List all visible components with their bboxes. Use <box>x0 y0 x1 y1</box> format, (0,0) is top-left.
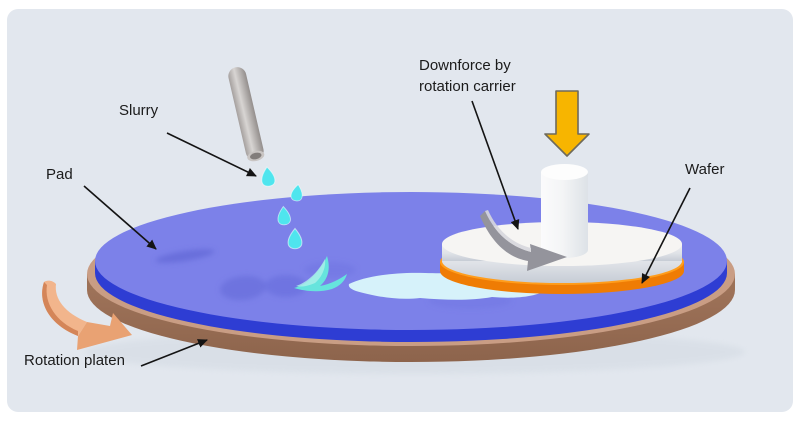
platen-rotation-arrow-icon <box>42 280 87 336</box>
slurry-dispenser-tube <box>228 67 264 161</box>
pad-smudge <box>265 275 307 297</box>
wafer-label: Wafer <box>685 161 725 178</box>
carrier-rotation-arrow-icon <box>480 211 567 271</box>
platen-rotation-arrow-shade <box>42 282 78 336</box>
rotation-platen-label: Rotation platen <box>24 352 125 369</box>
pad-smudge <box>304 262 356 278</box>
slurry-splash-highlight <box>296 259 326 287</box>
shaft-top <box>541 164 588 180</box>
rotation-platen-leader-line <box>140 339 208 367</box>
downforce-leader-line <box>471 100 520 230</box>
slurry-dispenser-opening <box>250 152 262 160</box>
pad-leader-line <box>83 185 157 250</box>
leader-lines <box>83 100 691 367</box>
downforce-label-line1: Downforce by <box>419 57 511 74</box>
pad-smudge <box>155 249 215 263</box>
pad-smudge <box>220 275 266 301</box>
pad-label: Pad <box>46 166 73 183</box>
slurry-dispenser <box>228 67 265 162</box>
downforce-label-line2: rotation carrier <box>419 77 516 95</box>
shaft-side <box>541 172 588 250</box>
wafer-leader-line <box>641 187 691 284</box>
slurry-leader-line <box>166 132 257 177</box>
slurry-label: Slurry <box>119 102 159 119</box>
carrier-rotation-arrow-highlight <box>485 210 531 252</box>
downforce-label: Downforce by rotation carrier <box>419 56 516 97</box>
platen-rotation-arrow-head <box>77 313 132 350</box>
downforce-arrow-icon <box>544 90 590 157</box>
